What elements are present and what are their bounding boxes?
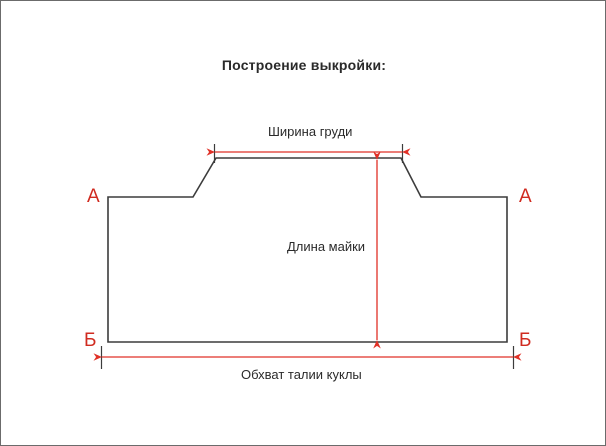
- corner-label-bottom-right: Б: [519, 330, 532, 351]
- chest-width-dimension: [206, 144, 411, 163]
- waist-circumference-dimension: [93, 346, 522, 369]
- chest-width-label: Ширина груди: [268, 124, 353, 139]
- corner-label-top-right: А: [519, 186, 532, 207]
- corner-label-top-left: А: [87, 186, 100, 207]
- waist-circumference-label: Обхват талии куклы: [241, 367, 362, 382]
- corner-label-bottom-left: Б: [84, 330, 97, 351]
- page-title: Построение выкройки:: [221, 57, 387, 73]
- pattern-outline: [107, 157, 508, 343]
- shirt-length-label: Длина майки: [287, 239, 366, 254]
